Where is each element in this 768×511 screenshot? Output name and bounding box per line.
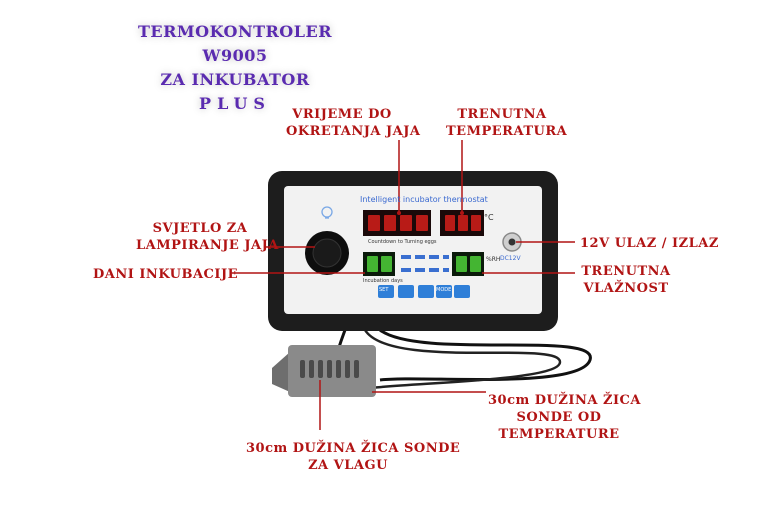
label-humidity-probe-cable: 30cm DUŽINA ŽICA SONDE ZA VLAGU [246,440,461,474]
label-turning-time: VRIJEME DO OKRETANJA JAJA [286,106,421,140]
label-temp-line1: TRENUTNA [457,107,547,122]
label-temp-probe-cable: 30cm DUŽINA ŽICA SONDE OD TEMPERATURE [488,392,641,443]
label-turning-line2: OKRETANJA JAJA [286,124,421,139]
label-light-line2: LAMPIRANJE JAJA [136,238,279,253]
bulb-icon [321,206,333,219]
mode-button-label: MODE [436,287,452,293]
title-line-2: ZA INKUBATOR [160,70,310,89]
label-hum-cable-line1: 30cm DUŽINA ŽICA SONDE [246,441,461,456]
humidity-sensor [272,345,376,397]
countdown-label: Countdown to Turning eggs [368,239,437,245]
days-digits [367,256,392,272]
label-current-humidity: TRENUTNA VLAŽNOST [578,263,674,297]
panel-title: Intelligent incubator thermostat [360,195,488,204]
temperature-digits [445,215,481,231]
unit-celsius: °C [484,213,494,222]
label-12v-io: 12V ULAZ / IZLAZ [580,236,719,251]
countdown-digits [368,215,428,231]
control-buttons [378,285,470,298]
label-temp-cable-line1: 30cm DUŽINA ŽICA [488,393,641,408]
label-incubation-days: DANI INKUBACIJE [93,267,239,282]
set-button-label: SET [379,287,389,293]
label-humidity-line1: TRENUTNA [581,264,671,279]
label-light: SVJETLO ZA LAMPIRANJE JAJA [136,220,279,254]
label-humidity-line2: VLAŽNOST [583,281,669,296]
dc-label: DC12V [500,255,521,262]
incubation-label: Incubation days [363,278,403,284]
temperature-cable-loop [379,328,592,382]
label-current-temp: TRENUTNA TEMPERATURA [446,106,568,140]
label-light-line1: SVJETLO ZA [152,221,248,236]
label-temp-cable-line2: SONDE OD [516,410,602,425]
annotation-dots [397,211,464,215]
label-hum-cable-line2: ZA VLAGU [308,458,388,473]
humidity-digits [456,256,481,272]
title-line-1: TERMOKONTROLER W9005 [138,22,332,65]
title-line-3: PLUS [199,94,271,113]
label-temp-cable-line3: TEMPERATURE [498,427,620,442]
temperature-cable [363,329,562,390]
product-title: TERMOKONTROLER W9005 ZA INKUBATOR PLUS [105,20,365,116]
label-turning-line1: VRIJEME DO [292,107,392,122]
unit-humidity: %RH [486,256,501,263]
status-indicators [401,255,449,272]
label-temp-line2: TEMPERATURA [446,124,568,139]
annotation-lines [232,140,575,430]
